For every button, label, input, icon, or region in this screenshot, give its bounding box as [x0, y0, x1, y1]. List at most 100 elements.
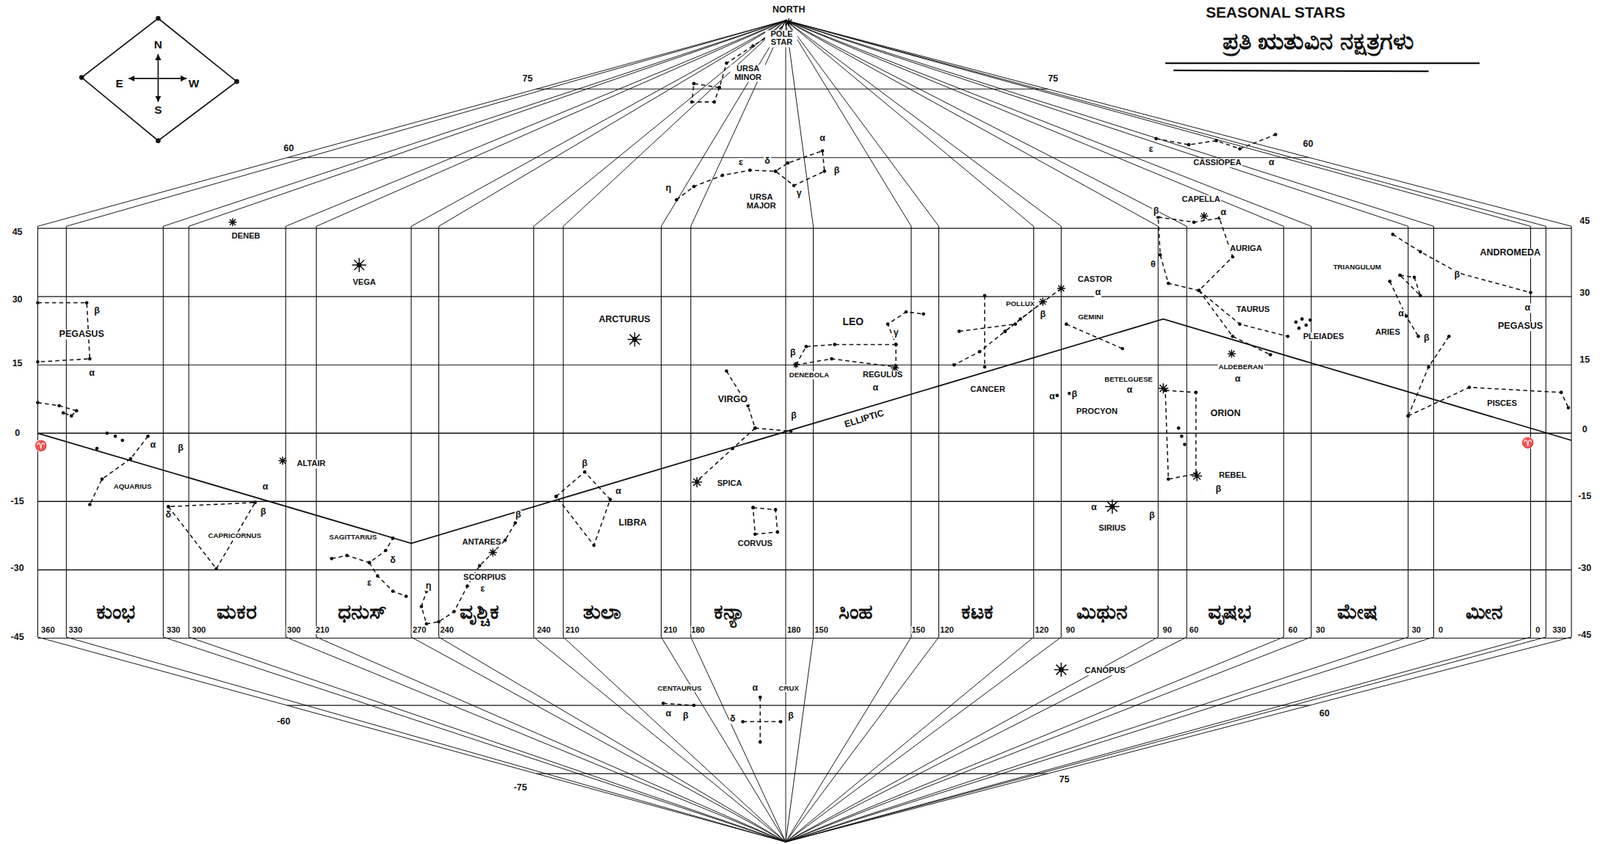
hour-line	[533, 226, 534, 638]
star-label: POLE STAR	[765, 30, 799, 47]
star-label: VIRGO	[717, 395, 749, 405]
zodiac-sign: ಕನ್ಯಾ	[712, 601, 747, 623]
star-label: GEMINI	[1077, 313, 1104, 321]
star-dot	[583, 470, 587, 475]
north-meridian	[785, 20, 1546, 227]
zodiac-sign: ಮೀನ	[1464, 601, 1504, 623]
star-dot	[329, 557, 334, 561]
star-label: PISCES	[1486, 399, 1518, 409]
greek-letter: γ	[892, 328, 900, 339]
star-dot	[740, 720, 745, 725]
hour-line	[910, 226, 912, 638]
star-dot	[690, 100, 694, 105]
north-meridian	[690, 20, 786, 227]
ra-label: 180	[786, 626, 802, 636]
constellation-line	[1199, 290, 1271, 356]
greek-letter: α	[88, 368, 96, 379]
star-label: LEO	[841, 315, 865, 327]
south-meridian	[563, 637, 786, 843]
hour-line	[1157, 226, 1159, 638]
north-meridian	[661, 20, 787, 227]
star-dot	[608, 497, 613, 502]
greek-letter: ε	[737, 158, 744, 169]
star-label: CENTAURUS	[656, 685, 702, 693]
star-label: AURIGA	[1229, 244, 1263, 254]
greek-letter: β	[787, 711, 795, 722]
ra-label: 240	[439, 626, 455, 636]
south-meridian	[661, 637, 787, 843]
star-label: REGULUS	[862, 371, 904, 381]
north-meridian	[66, 20, 786, 227]
zodiac-sign: ಮೇಷ	[1336, 601, 1379, 623]
constellation-line	[759, 697, 762, 743]
star-dot	[978, 350, 982, 354]
south-meridian	[785, 637, 814, 843]
north-circle	[536, 88, 1048, 90]
star-dot	[214, 567, 219, 572]
star-label: CANCER	[969, 385, 1006, 395]
ra-label: 90	[1065, 626, 1076, 636]
greek-letter: β	[176, 444, 185, 454]
star-label: ORION	[1209, 409, 1241, 420]
star-dot	[1179, 434, 1184, 439]
star-dot	[717, 85, 722, 90]
degree-label: 75	[1047, 74, 1059, 85]
star-label: ALTAIR	[295, 459, 327, 469]
greek-letter: α	[1090, 502, 1098, 513]
constellation-line	[37, 403, 77, 417]
star-dot	[1154, 137, 1158, 141]
greek-letter: α	[1268, 158, 1276, 169]
ra-label: 360	[40, 626, 56, 636]
star-dot	[753, 426, 758, 431]
star-dot	[1387, 279, 1392, 284]
star-dot	[166, 505, 171, 509]
star-dot	[1418, 293, 1423, 298]
star-dot	[1528, 290, 1533, 295]
star-dot	[1196, 288, 1201, 293]
south-meridian	[785, 637, 1531, 843]
degree-label: 0	[13, 428, 21, 439]
ra-label: 90	[1162, 626, 1173, 636]
star-dot	[88, 502, 92, 507]
constellation-line	[89, 436, 148, 505]
constellation-line	[1408, 387, 1569, 417]
star-label: PLEIADES	[1302, 332, 1345, 342]
greek-letter: β	[1148, 511, 1156, 522]
bright-star	[1039, 298, 1048, 307]
star-label: VEGA	[351, 278, 376, 288]
north-meridian	[785, 20, 814, 227]
zodiac-sign: ವೃಷಭ	[1207, 601, 1252, 623]
greek-letter: α	[664, 709, 672, 719]
bright-star	[1054, 663, 1069, 678]
north-meridian	[785, 20, 1284, 227]
star-dot	[1412, 275, 1417, 280]
ra-label: 120	[939, 626, 955, 636]
star-label: CAPRICORNUS	[207, 531, 263, 539]
south-meridian	[785, 637, 1284, 843]
star-dot	[591, 544, 596, 548]
greek-letter: β	[93, 306, 101, 316]
greek-letter: η	[425, 581, 433, 592]
degree-label: 15	[1578, 355, 1591, 365]
star-dot	[554, 494, 559, 499]
greek-letter: δ	[763, 156, 771, 166]
star-dot	[85, 301, 89, 305]
greek-letter: ♈	[33, 440, 48, 452]
star-dot	[921, 312, 926, 316]
zodiac-sign: ಕುಂಭ	[95, 601, 136, 623]
bright-star	[1199, 212, 1208, 221]
bright-star	[1157, 383, 1169, 394]
compass-rose	[79, 16, 240, 144]
star-label: CORVUS	[737, 539, 774, 549]
declination-line	[37, 433, 1572, 435]
north-meridian	[37, 20, 786, 227]
degree-label: 45	[11, 227, 24, 238]
hour-line	[315, 226, 317, 638]
star-dot	[1230, 255, 1235, 260]
star-dot	[1177, 426, 1181, 431]
zodiac-sign: ಮಿಥುನ	[1075, 601, 1129, 623]
star-dot	[1166, 477, 1171, 481]
star-dot	[384, 549, 388, 553]
constellation-line	[795, 312, 924, 368]
